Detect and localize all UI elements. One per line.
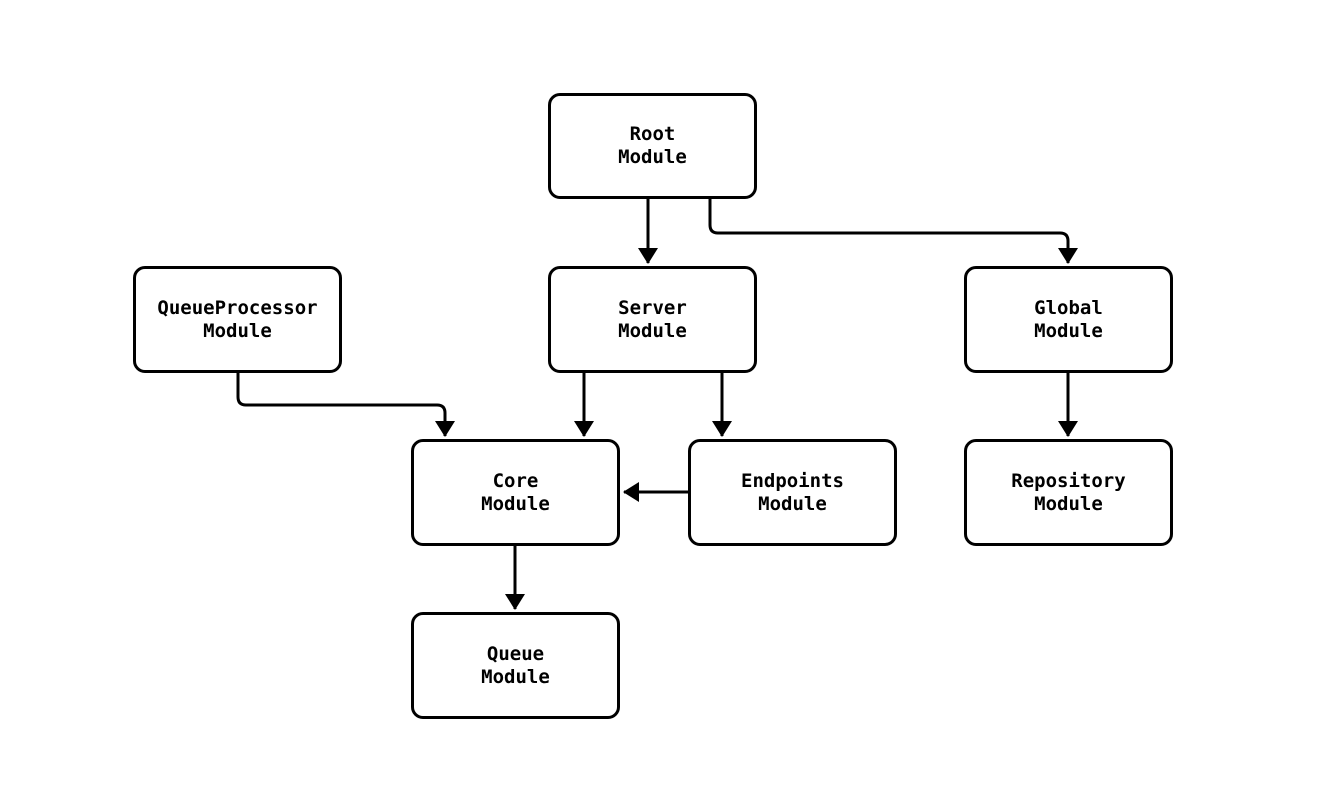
node-global-module: Global Module [964,266,1173,373]
node-queue-module: Queue Module [411,612,620,719]
node-queueprocessor-module: QueueProcessor Module [133,266,342,373]
node-server-module: Server Module [548,266,757,373]
edge-queueprocessor-to-core-arrow [236,373,455,437]
node-core-module: Core Module [411,439,620,546]
node-root-module: Root Module [548,93,757,199]
edge-root-to-global-arrow [708,199,1078,264]
node-repository-module: Repository Module [964,439,1173,546]
node-endpoints-module: Endpoints Module [688,439,897,546]
